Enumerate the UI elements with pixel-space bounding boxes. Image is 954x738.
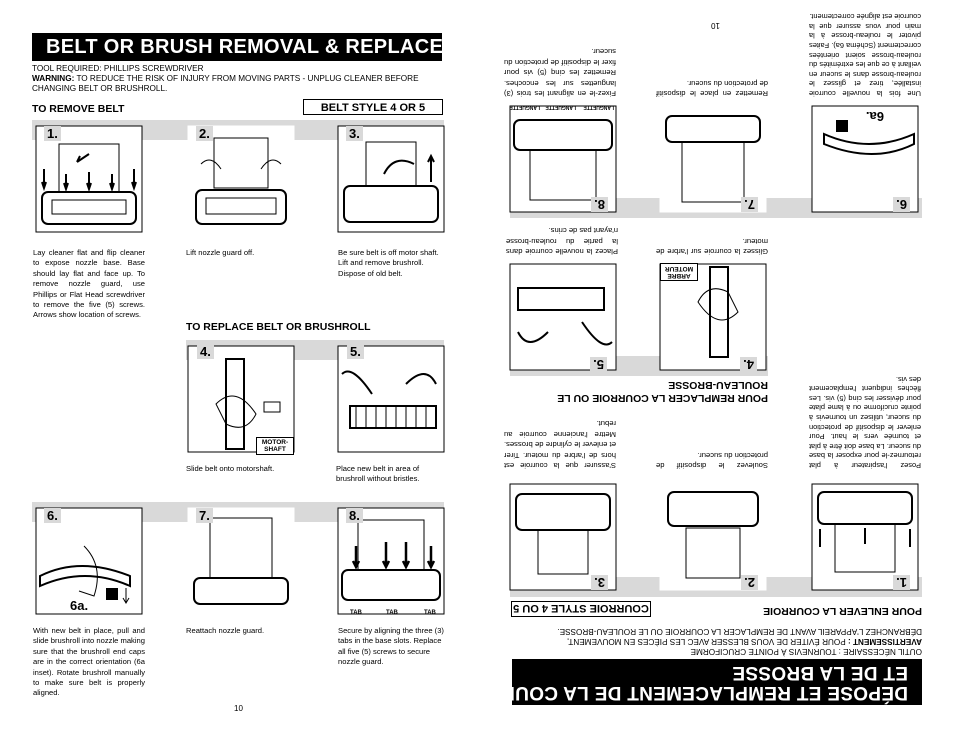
replace-heading-fr-line-2: ROULEAU-BROSSE <box>668 379 768 391</box>
step-1-figure-fr <box>810 482 920 592</box>
step-3-caption-fr: S'assurer que la courroie est hors de l'… <box>504 419 616 470</box>
tab-label-fr-2: LANGUETTE <box>545 104 576 110</box>
step-8-caption-fr: Fixez-le en alignant les trois (3) langu… <box>504 47 616 98</box>
step-1-number: 1. <box>44 126 61 141</box>
step-2-number: 2. <box>196 126 213 141</box>
step-4-figure-fr <box>658 262 768 372</box>
tab-label-2: TAB <box>386 610 398 616</box>
page-title: BELT OR BRUSH REMOVAL & REPLACEMENT <box>32 33 442 61</box>
tool-required-text-fr: OUTIL NÉCESSAIRE : TOURNEVIS À POINTE CR… <box>512 626 922 656</box>
step-3-number: 3. <box>346 126 363 141</box>
warning-label: WARNING: <box>32 74 75 83</box>
step-1-number-fr: 1. <box>893 575 910 590</box>
tab-label-fr-1: LANGUETTE <box>583 104 614 110</box>
belt-style-box-fr: COURROIE STYLE 4 OU 5 <box>511 601 651 617</box>
motor-shaft-label-fr: ARBRE MOTEUR <box>660 263 698 281</box>
step-5-caption-fr: Placez la nouvelle courroie dans la part… <box>506 226 618 256</box>
step-2-figure <box>186 124 296 234</box>
step-3-figure <box>336 124 446 234</box>
step-6-caption: With new belt in place, pull and slide b… <box>33 626 145 698</box>
replace-heading-fr-line-1: POUR REMPLACER LA COURROIE OU LE <box>557 392 768 404</box>
step-4-caption: Slide belt onto motorshaft. <box>186 464 275 473</box>
step-7-figure-fr <box>658 104 768 214</box>
step-6-caption-fr: Une fois la nouvelle courroie installée,… <box>809 12 921 98</box>
tab-label-fr-3: LANGUETTE <box>509 104 540 110</box>
step-6-figure <box>34 506 144 616</box>
tab-label-1: TAB <box>350 610 362 616</box>
title-fr-line-1: DÉPOSE ET REMPLACEMENT DE LA COURROIE <box>512 682 908 703</box>
english-page: BELT OR BRUSH REMOVAL & REPLACEMENT TOOL… <box>32 33 446 713</box>
step-4-caption-fr: Glissez la courroie sur l'arbre de moteu… <box>656 236 768 256</box>
step-1-caption: Lay cleaner flat and flip cleaner to exp… <box>33 248 145 320</box>
page-number-fr: 10 <box>711 21 720 30</box>
step-6-number: 6. <box>44 508 61 523</box>
title-fr-line-2: ET DE LA BROSSE <box>732 662 908 683</box>
tab-label-3: TAB <box>424 610 436 616</box>
step-8-number-fr: 8. <box>591 197 608 212</box>
step-8-number: 8. <box>346 508 363 523</box>
step-5-figure <box>336 344 446 454</box>
step-2-caption-fr: Soulevez le dispositif de protection du … <box>656 450 768 470</box>
step-5-number: 5. <box>347 344 364 359</box>
step-8-figure-fr <box>508 104 618 214</box>
step-7-figure <box>186 506 296 616</box>
step-4-number: 4. <box>197 344 214 359</box>
motor-shaft-label: MOTOR-SHAFT <box>256 437 294 455</box>
step-5-number-fr: 5. <box>590 357 607 372</box>
tool-required-text: TOOL REQUIRED: PHILLIPS SCREWDRIVER WARN… <box>32 64 442 94</box>
step-7-caption-fr: Remettez en place le dispositif de prote… <box>656 78 768 98</box>
step-3-caption: Be sure belt is off motor shaft. Lift an… <box>338 248 439 278</box>
tool-required: TOOL REQUIRED: PHILLIPS SCREWDRIVER <box>32 64 204 73</box>
step-7-caption: Reattach nozzle guard. <box>186 626 265 635</box>
step-7-number-fr: 7. <box>741 197 758 212</box>
tool-required-fr: OUTIL NÉCESSAIRE : TOURNEVIS À POINTE CR… <box>690 647 922 656</box>
belt-style-box: BELT STYLE 4 OR 5 <box>303 99 443 115</box>
warning-text: TO REDUCE THE RISK OF INJURY FROM MOVING… <box>32 74 419 93</box>
step-4-figure <box>186 344 296 454</box>
step-3-number-fr: 3. <box>591 575 608 590</box>
french-page-rotated: DÉPOSE ET REMPLACEMENT DE LA COURROIE ET… <box>477 0 954 738</box>
replace-belt-heading-fr: POUR REMPLACER LA COURROIE OU LE ROULEAU… <box>557 378 768 404</box>
step-1-caption-fr: Posez l'aspirateur à plat retournez-le p… <box>809 374 921 470</box>
step-4-number-fr: 4. <box>740 357 757 372</box>
step-3-figure-fr <box>508 482 618 592</box>
remove-belt-heading-fr: POUR ENLEVER LA COURROIE <box>763 605 922 617</box>
step-2-caption: Lift nozzle guard off. <box>186 248 255 257</box>
step-1-figure <box>34 124 144 234</box>
step-7-number: 7. <box>196 508 213 523</box>
step-6a-inset-label-fr: 6a. <box>865 109 884 124</box>
page-title-fr: DÉPOSE ET REMPLACEMENT DE LA COURROIE ET… <box>512 659 922 705</box>
step-2-figure-fr <box>658 482 768 592</box>
step-5-figure-fr <box>508 262 618 372</box>
step-5-caption: Place new belt in area of brushroll with… <box>336 464 420 484</box>
step-6-figure-fr <box>810 104 920 214</box>
step-6a-inset-label: 6a. <box>70 598 89 613</box>
step-2-number-fr: 2. <box>741 575 758 590</box>
step-6-number-fr: 6. <box>893 197 910 212</box>
replace-belt-heading: TO REPLACE BELT OR BRUSHROLL <box>186 321 371 333</box>
step-8-caption: Secure by aligning the three (3) tabs in… <box>338 626 444 667</box>
remove-belt-heading: TO REMOVE BELT <box>32 103 125 115</box>
page-number: 10 <box>234 704 243 713</box>
warning-label-fr: AVERTISSEMENT : <box>848 637 922 646</box>
step-8-figure <box>336 506 446 616</box>
